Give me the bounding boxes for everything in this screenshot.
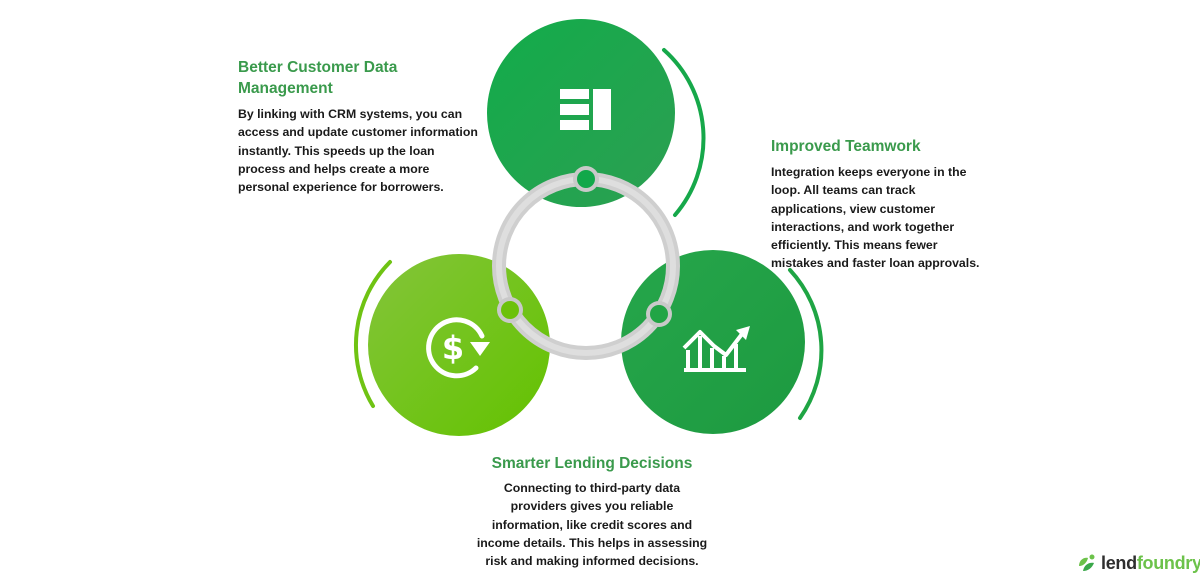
arc-top [662, 48, 706, 217]
text-block-lending: Smarter Lending Decisions Connecting to … [476, 453, 708, 570]
growth-chart-icon [682, 326, 750, 372]
node-dot-right [646, 301, 672, 327]
text-block-data: Better Customer Data Management By linki… [238, 57, 478, 196]
node-dot-top [573, 166, 599, 192]
heading-team: Improved Teamwork [771, 138, 921, 155]
arc-right [788, 268, 824, 420]
dollar-cycle-icon: $ [426, 317, 490, 379]
svg-text:$: $ [442, 329, 464, 367]
body-data: By linking with CRM systems, you can acc… [238, 107, 478, 195]
body-lending: Connecting to third-party data providers… [476, 481, 708, 569]
body-team: Integration keeps everyone in the loop. … [771, 165, 980, 271]
circle-team [621, 250, 805, 434]
logo-text-foundry: foundry [1136, 552, 1200, 573]
heading-data: Better Customer Data Management [238, 59, 398, 97]
heading-lending: Smarter Lending Decisions [491, 455, 693, 472]
leaf-logo-icon [1079, 554, 1095, 571]
logo-text-lend: lend [1101, 552, 1137, 573]
node-dot-left [497, 297, 523, 323]
arc-left [354, 260, 392, 408]
lendfoundry-logo: lendfoundry [1076, 552, 1200, 574]
database-icon [560, 89, 611, 130]
text-block-team: Improved Teamwork Integration keeps ever… [771, 136, 991, 273]
